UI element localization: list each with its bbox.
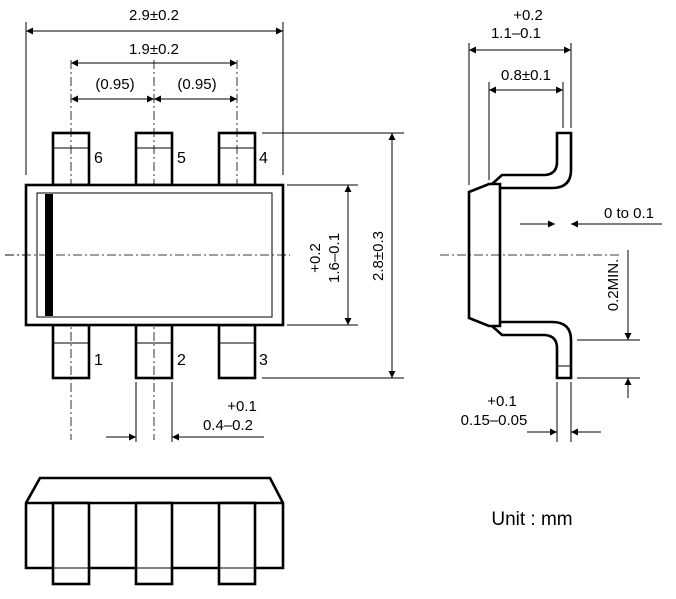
dim-side-height-tol: +0.2 bbox=[513, 7, 543, 24]
dim-pitch-total: 1.9±0.2 bbox=[129, 41, 179, 58]
pin-number-3: 3 bbox=[259, 352, 268, 369]
dim-body-height-nom: 1.6–0.1 bbox=[326, 233, 343, 283]
pin-number-2: 2 bbox=[177, 352, 186, 369]
dim-lead-width-nom: 0.4–0.2 bbox=[203, 417, 253, 434]
dim-side-height-nom: 1.1–0.1 bbox=[491, 25, 541, 42]
dim-body-thickness: 0.8±0.1 bbox=[501, 67, 551, 84]
dim-foot-length: 0.2MIN. bbox=[605, 259, 622, 312]
top-view: 6 5 4 1 2 3 2.9±0.2 1.9±0.2 (0.95) (0.95… bbox=[5, 7, 404, 442]
pin1-index-bar bbox=[45, 194, 53, 316]
pin-number-5: 5 bbox=[177, 150, 186, 167]
dim-pitch-right: (0.95) bbox=[177, 76, 216, 93]
dim-overall-height: 2.8±0.3 bbox=[370, 231, 387, 281]
dim-lead-thickness-nom: 0.15–0.05 bbox=[461, 412, 528, 429]
unit-label: Unit : mm bbox=[491, 509, 572, 530]
dim-standoff: 0 to 0.1 bbox=[604, 205, 654, 222]
side-view: +0.2 1.1–0.1 0.8±0.1 0 to 0.1 0.2MIN. +0… bbox=[440, 7, 662, 442]
front-lead-right bbox=[217, 501, 257, 586]
side-lead-lower bbox=[491, 320, 573, 380]
pin-number-1: 1 bbox=[94, 352, 103, 369]
dim-lead-thickness-tol: +0.1 bbox=[487, 393, 517, 410]
lead-pin-3 bbox=[217, 323, 257, 380]
dim-pitch-left: (0.95) bbox=[95, 76, 134, 93]
dim-body-height-tol: +0.2 bbox=[307, 243, 324, 273]
front-lead-left bbox=[51, 501, 91, 586]
pin-number-6: 6 bbox=[94, 150, 103, 167]
front-view bbox=[24, 476, 285, 586]
dim-overall-width: 2.9±0.2 bbox=[129, 7, 179, 24]
front-lead-middle bbox=[134, 501, 174, 586]
pin-number-4: 4 bbox=[259, 150, 268, 167]
dim-lead-width-tol: +0.1 bbox=[227, 398, 257, 415]
side-lead-upper bbox=[491, 131, 573, 190]
